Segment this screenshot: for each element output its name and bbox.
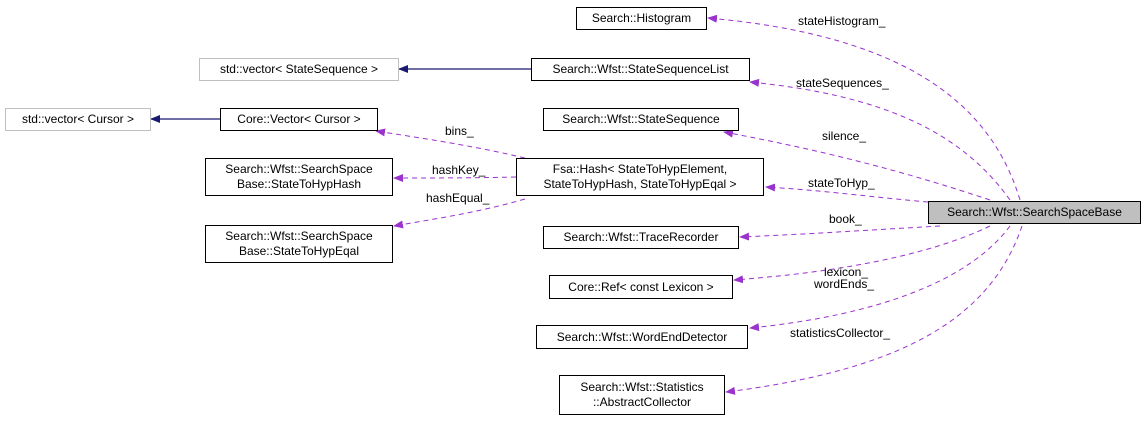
node-search-space-base[interactable]: Search::Wfst::SearchSpaceBase [928, 201, 1141, 224]
edge-label-hash-equal: hashEqual_ [426, 191, 490, 205]
node-label: Search::Histogram [591, 11, 692, 25]
node-fsa-hash[interactable]: Fsa::Hash< StateToHypElement, StateToHyp… [516, 158, 764, 196]
edge-label-book: book_ [829, 212, 862, 226]
edge-label-word-ends: wordEnds_ [814, 277, 875, 291]
node-abstract-collector[interactable]: Search::Wfst::Statistics ::AbstractColle… [559, 375, 725, 415]
node-state-sequence-list[interactable]: Search::Wfst::StateSequenceList [531, 58, 750, 81]
edge-label-silence: silence_ [822, 129, 867, 143]
node-label-line-2: Base::StateToHypHash [236, 177, 362, 191]
edge-hashkey [393, 173, 517, 182]
node-label-line-1: Fsa::Hash< StateToHypElement, [552, 162, 728, 176]
node-state-sequence[interactable]: Search::Wfst::StateSequence [543, 108, 739, 131]
node-trace-recorder[interactable]: Search::Wfst::TraceRecorder [543, 226, 739, 249]
node-label: Core::Vector< Cursor > [237, 112, 361, 126]
node-label-line-1: Search::Wfst::SearchSpace [225, 162, 373, 176]
node-label-line-1: Search::Wfst::SearchSpace [225, 229, 373, 243]
edge-statisticscollector [725, 225, 1023, 395]
node-label: Core::Ref< const Lexicon > [568, 279, 714, 294]
edge-wordends [749, 225, 1011, 332]
node-label: Search::Wfst::TraceRecorder [563, 230, 719, 244]
node-histogram[interactable]: Search::Histogram [576, 7, 707, 30]
node-label: std::vector< StateSequence > [219, 62, 379, 76]
node-label: Search::Wfst::SearchSpaceBase [947, 205, 1122, 219]
edge-label-lexicon: lexicon_ [824, 265, 869, 279]
node-label: Search::Wfst::StateSequenceList [552, 62, 729, 76]
node-core-ref-lexicon[interactable]: Core::Ref< const Lexicon > [549, 275, 733, 299]
node-vector-state-sequence[interactable]: std::vector< StateSequence > [199, 58, 399, 81]
edge-label-state-sequences: stateSequences_ [796, 76, 889, 90]
edge-bins [375, 128, 526, 159]
node-label-line-1: Search::Wfst::Statistics [580, 380, 704, 394]
edge-label-state-to-hyp: stateToHyp_ [808, 176, 875, 190]
edge-book [739, 225, 941, 241]
edge-silence [723, 129, 991, 201]
edge-label-bins: bins_ [445, 124, 474, 138]
node-vector-cursor[interactable]: std::vector< Cursor > [5, 108, 151, 131]
node-word-end-detector[interactable]: Search::Wfst::WordEndDetector [536, 325, 748, 349]
node-core-vector-cursor[interactable]: Core::Vector< Cursor > [220, 108, 378, 131]
edge-hashequal [393, 198, 526, 229]
node-label: Search::Wfst::WordEndDetector [556, 329, 728, 344]
edge-label-hash-key: hashKey_ [432, 163, 486, 177]
edge-statesequences [749, 78, 1011, 201]
node-label-line-2: Base::StateToHypEqal [238, 244, 360, 258]
node-label: Search::Wfst::StateSequence [562, 112, 720, 126]
node-label-line-2: StateToHypHash, StateToHypEqal > [543, 177, 737, 191]
edge-label-statistics-collector: statisticsCollector_ [790, 326, 891, 340]
edge-label-state-histogram: stateHistogram_ [798, 14, 886, 28]
node-label: std::vector< Cursor > [21, 112, 135, 126]
node-state-to-hyp-eqal[interactable]: Search::Wfst::SearchSpace Base::StateToH… [205, 225, 393, 263]
node-label-line-2: ::AbstractCollector [592, 395, 692, 409]
node-state-to-hyp-hash[interactable]: Search::Wfst::SearchSpace Base::StateToH… [205, 158, 393, 196]
